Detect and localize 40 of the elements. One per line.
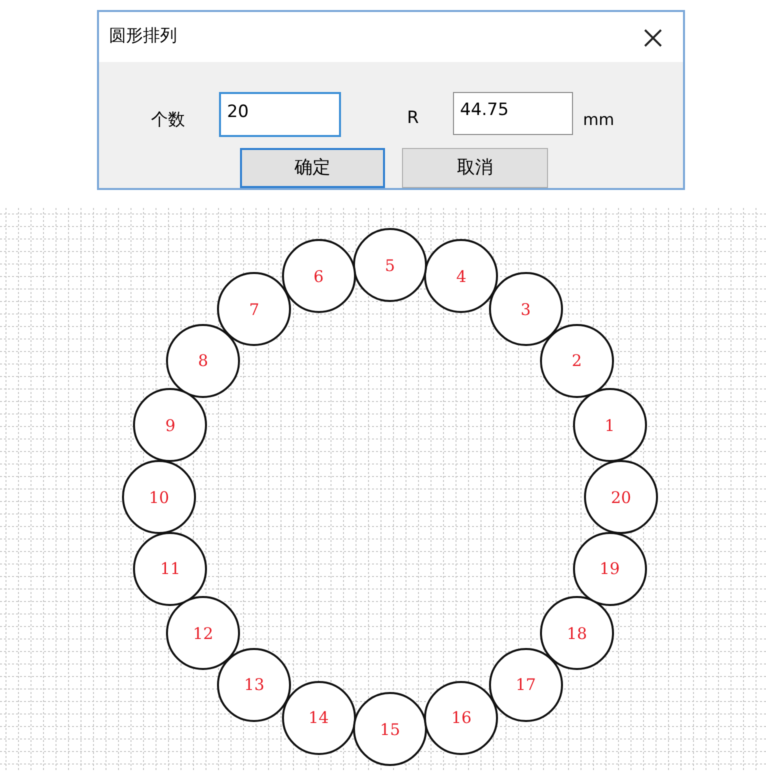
numbered-circle [133, 532, 208, 606]
numbered-circle [424, 239, 498, 314]
numbered-circle [282, 680, 356, 755]
circle-number: 2 [572, 351, 582, 370]
circle-number: 8 [198, 351, 208, 370]
field-label: 个数 [151, 109, 185, 131]
circle-number: 7 [249, 300, 260, 319]
numbered-circle [166, 596, 240, 670]
circle-number: 13 [244, 675, 264, 694]
circle-number: 9 [165, 416, 176, 435]
numbered-circle [353, 692, 427, 766]
ok-button: 确定 [240, 148, 385, 188]
circle-number: 6 [314, 266, 324, 286]
circle-number: 15 [380, 720, 400, 738]
circle-number: 4 [456, 266, 466, 286]
circle-number: 14 [308, 708, 329, 728]
numbered-circle [353, 228, 427, 302]
circle-number: 17 [516, 675, 536, 694]
dialog-title: 圆形排列 [109, 25, 177, 47]
circle-number: 12 [192, 624, 214, 643]
circle-number: 20 [610, 488, 632, 506]
circle-number: 5 [384, 256, 396, 274]
numbered-circle [282, 239, 356, 314]
circle-number: 10 [148, 488, 170, 506]
input-field: 44.75 [453, 92, 573, 135]
cancel-button: 取消 [402, 148, 548, 188]
unit-label: mm [583, 110, 614, 129]
circle-number: 19 [600, 559, 620, 578]
circle-number: 11 [160, 559, 180, 578]
circle-number: 18 [566, 624, 588, 643]
circle-number: 3 [520, 300, 531, 319]
numbered-circle [572, 388, 647, 462]
input-field: 20 [219, 92, 341, 137]
field-label: R [407, 108, 419, 128]
circle-number: 1 [604, 416, 615, 435]
numbered-circle [584, 460, 658, 534]
numbered-circle [166, 324, 240, 398]
numbered-circle [122, 460, 196, 534]
circle-number: 16 [451, 708, 472, 728]
numbered-circle [133, 388, 208, 462]
